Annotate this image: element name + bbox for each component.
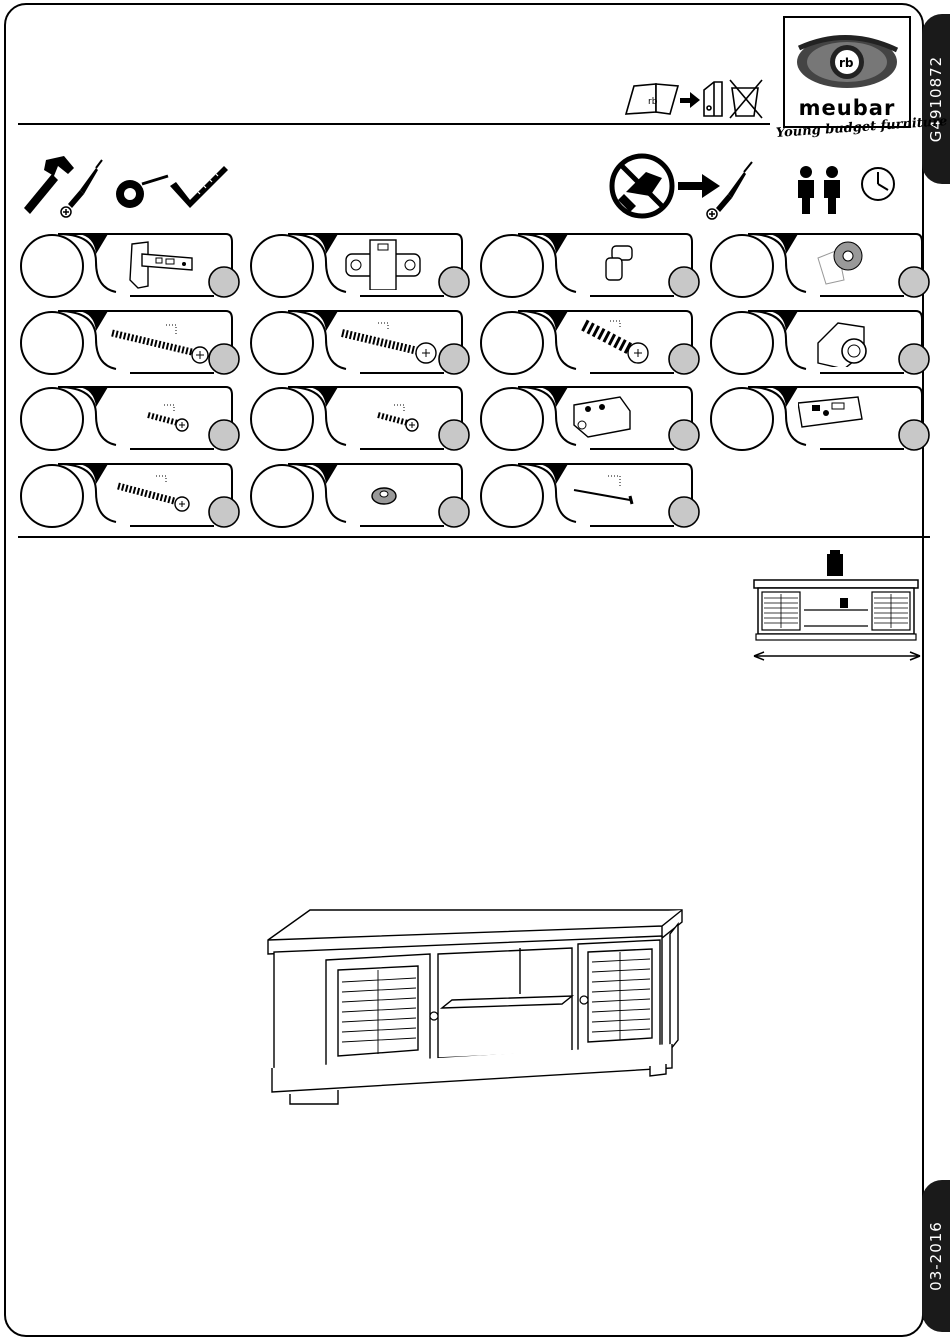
long-screw-icon xyxy=(108,313,218,367)
archive-instructions: rb xyxy=(622,76,772,122)
corner-block-icon xyxy=(568,389,678,443)
parts-rule xyxy=(18,536,930,538)
tape-measure-icon xyxy=(116,176,168,208)
door-knob xyxy=(580,996,588,1004)
part-card xyxy=(248,385,470,451)
arrow-right-icon xyxy=(678,174,720,198)
load-dimension-diagram xyxy=(748,548,926,662)
part-card xyxy=(478,462,700,528)
part-card xyxy=(478,309,700,375)
svg-text:rb: rb xyxy=(648,97,658,107)
mounting-plate-icon xyxy=(338,236,448,290)
part-card xyxy=(248,462,470,528)
part-card xyxy=(18,309,240,375)
plastic-dowel-screw-icon xyxy=(568,313,678,367)
washer-screw-icon xyxy=(338,313,448,367)
hinge-icon xyxy=(108,236,218,290)
shelf-pin-icon xyxy=(568,236,678,290)
mini-top-board xyxy=(754,580,918,588)
door-knob xyxy=(430,1012,438,1020)
brand-logo: rb meubar xyxy=(783,16,911,128)
short-screw-icon xyxy=(108,389,218,443)
cam-connector-icon xyxy=(798,313,908,367)
part-card xyxy=(18,232,240,298)
header-rule xyxy=(18,123,770,125)
date-code-tab: 03-2016 xyxy=(922,1180,950,1332)
hammer-icon xyxy=(24,156,74,214)
nail-icon xyxy=(568,466,678,520)
eye-logo-icon: rb xyxy=(785,20,909,100)
short-screw-icon xyxy=(338,389,448,443)
felt-pad-icon xyxy=(798,236,908,290)
required-tools xyxy=(20,150,235,218)
medium-screw-icon xyxy=(108,466,218,520)
part-card xyxy=(708,232,930,298)
part-card xyxy=(708,385,930,451)
screwdriver-icon xyxy=(707,162,752,219)
weight-icon xyxy=(840,598,848,608)
part-card xyxy=(18,462,240,528)
no-bin-icon xyxy=(730,80,762,118)
clock-icon xyxy=(862,168,894,200)
model-code-tab: G4910872 xyxy=(922,14,950,184)
binder-icon xyxy=(704,82,722,116)
two-persons-icon xyxy=(798,166,840,214)
weight-icon xyxy=(827,550,843,576)
part-card xyxy=(708,309,930,375)
bracket-block-icon xyxy=(798,389,908,443)
part-card xyxy=(248,232,470,298)
manual-icon: rb xyxy=(626,84,678,114)
no-power-drill-icon xyxy=(612,156,672,216)
part-card xyxy=(248,309,470,375)
brand-name: meubar xyxy=(785,96,909,120)
date-code: 03-2016 xyxy=(927,1221,945,1291)
square-ruler-icon xyxy=(170,166,228,208)
assembly-hints xyxy=(606,152,906,222)
part-card xyxy=(18,385,240,451)
tv-cabinet-drawing xyxy=(262,904,688,1124)
part-card xyxy=(478,232,700,298)
arrow-right-icon xyxy=(680,92,700,108)
spacer-ring-icon xyxy=(338,466,448,520)
part-card xyxy=(478,385,700,451)
brand-mark: rb xyxy=(839,56,854,70)
